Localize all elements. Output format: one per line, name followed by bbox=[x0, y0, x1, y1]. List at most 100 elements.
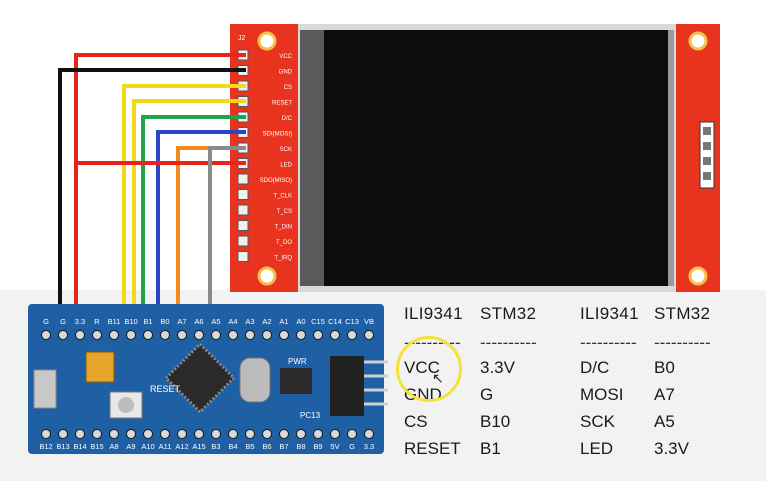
reset-silk: RESET bbox=[150, 384, 181, 394]
board-pin bbox=[109, 429, 119, 439]
cursor-highlight bbox=[396, 336, 462, 402]
display-pin-label: T_CLK bbox=[273, 194, 292, 200]
board-pin-label: B11 bbox=[108, 317, 121, 326]
wire-miso bbox=[208, 146, 246, 312]
board-pin-label: A2 bbox=[262, 317, 271, 326]
board-pin bbox=[279, 429, 289, 439]
row-mcu-pin: G bbox=[480, 385, 494, 404]
board-pin-label: B1 bbox=[143, 317, 152, 326]
wire-gnd bbox=[58, 68, 246, 312]
board-pin-label: A3 bbox=[245, 317, 254, 326]
swd-header bbox=[330, 356, 364, 416]
wire-mosi bbox=[156, 130, 246, 312]
row-display-pin: D/C bbox=[580, 358, 610, 377]
display-pin bbox=[237, 204, 249, 216]
header-stm32-right: STM32 bbox=[654, 304, 711, 323]
display-pin bbox=[237, 173, 249, 185]
board-pin-label: B15 bbox=[90, 442, 103, 451]
wire-cs bbox=[122, 84, 246, 312]
wire-dc bbox=[141, 115, 246, 312]
display-pin-label: RESET bbox=[272, 101, 292, 107]
board-pin bbox=[109, 330, 119, 340]
wire-vcc bbox=[74, 53, 246, 312]
usb-connector bbox=[33, 369, 57, 409]
row-mcu-pin: A5 bbox=[654, 412, 675, 431]
board-pin-label: A9 bbox=[126, 442, 135, 451]
header-ili9341-left: ILI9341 bbox=[404, 304, 463, 323]
board-pin-label: C15 bbox=[311, 317, 325, 326]
screen-ribbon bbox=[300, 30, 324, 286]
sd-header-pins bbox=[703, 127, 711, 180]
board-pin-label: B10 bbox=[124, 317, 137, 326]
wires bbox=[58, 53, 246, 312]
board-pin-label: B5 bbox=[245, 442, 254, 451]
board-pin bbox=[58, 429, 68, 439]
board-pin-label: A8 bbox=[109, 442, 118, 451]
header-ili9341-right: ILI9341 bbox=[580, 304, 639, 323]
board-pin bbox=[194, 330, 204, 340]
display-pin-label: GND bbox=[279, 70, 293, 76]
board-pin bbox=[92, 330, 102, 340]
board-pin bbox=[313, 330, 323, 340]
board-pin bbox=[228, 429, 238, 439]
board-pin bbox=[177, 330, 187, 340]
mounting-hole bbox=[257, 31, 277, 51]
board-pin bbox=[245, 330, 255, 340]
board-pin-label: C14 bbox=[328, 317, 342, 326]
board-pin bbox=[211, 330, 221, 340]
board-pin bbox=[364, 330, 374, 340]
row-display-pin: LED bbox=[580, 439, 614, 458]
display-pin-label: T_DIN bbox=[275, 225, 292, 231]
board-pin-label: R bbox=[94, 317, 100, 326]
board-pin-label: A12 bbox=[175, 442, 188, 451]
lcd-screen bbox=[324, 30, 668, 286]
display-pin-label: T_CS bbox=[277, 209, 292, 215]
board-pin bbox=[347, 330, 357, 340]
divider: ---------- bbox=[580, 333, 637, 352]
display-pin-label: SDI(MOSI) bbox=[263, 132, 292, 138]
mounting-hole bbox=[688, 266, 708, 286]
board-pin bbox=[177, 429, 187, 439]
board-pin-label: B4 bbox=[228, 442, 237, 451]
header-stm32-left: STM32 bbox=[480, 304, 537, 323]
swd-pins bbox=[364, 360, 388, 406]
display-pin bbox=[237, 251, 249, 262]
row-mcu-pin: B0 bbox=[654, 358, 675, 377]
divider: ---------- bbox=[654, 333, 711, 352]
board-pin-label: A15 bbox=[192, 442, 205, 451]
wire-reset bbox=[132, 99, 246, 312]
display-pin-label: D/C bbox=[282, 116, 293, 122]
board-pin bbox=[347, 429, 357, 439]
board-pin-label: G bbox=[43, 317, 49, 326]
display-pin bbox=[237, 235, 249, 247]
board-pin-label: 3.3 bbox=[75, 317, 85, 326]
board-pin bbox=[41, 330, 51, 340]
board-pin bbox=[262, 330, 272, 340]
row-mcu-pin: 3.3V bbox=[480, 358, 515, 377]
board-pin-label: A7 bbox=[177, 317, 186, 326]
board-pin bbox=[211, 429, 221, 439]
display-pin-label: T_IRQ bbox=[274, 256, 292, 262]
board-pin-label: A6 bbox=[194, 317, 203, 326]
board-pin bbox=[160, 429, 170, 439]
board-pin bbox=[126, 429, 136, 439]
row-display-pin: CS bbox=[404, 412, 428, 431]
board-pin bbox=[228, 330, 238, 340]
board-pin-label: A5 bbox=[211, 317, 220, 326]
sd-header bbox=[699, 121, 715, 189]
reset-button-cap bbox=[118, 397, 134, 413]
board-pin-label: B7 bbox=[279, 442, 288, 451]
row-mcu-pin: B10 bbox=[480, 412, 511, 431]
board-pin bbox=[126, 330, 136, 340]
board-pin-label: B9 bbox=[313, 442, 322, 451]
pwr-silk: PWR bbox=[288, 357, 307, 366]
board-pin bbox=[364, 429, 374, 439]
board-pin-label: B6 bbox=[262, 442, 271, 451]
board-pin-label: 5V bbox=[330, 442, 339, 451]
display-pin-label: CS bbox=[284, 85, 292, 91]
board-pin bbox=[330, 330, 340, 340]
